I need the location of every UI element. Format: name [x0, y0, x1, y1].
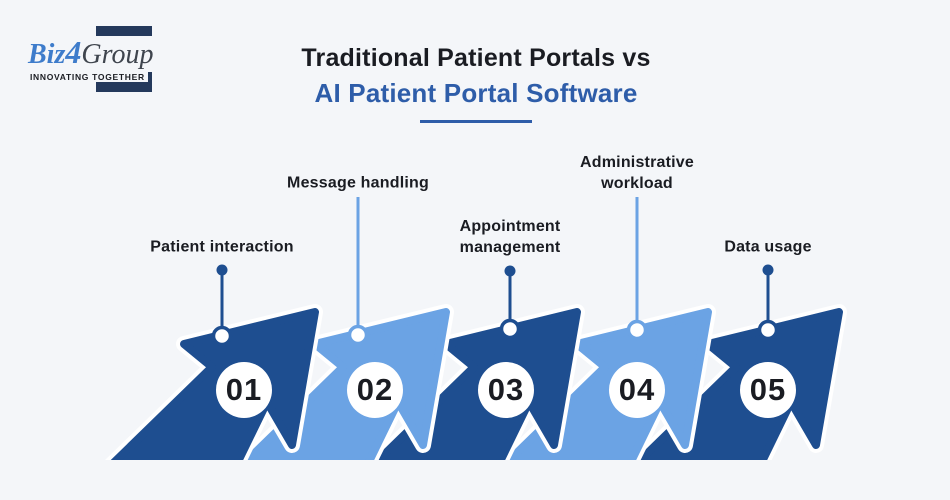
connector-02-ring: [347, 324, 369, 346]
connector-02: [347, 197, 369, 346]
connector-03: [499, 265, 521, 340]
step-label-03: Appointment management: [459, 217, 561, 256]
step-label-05: Data usage: [724, 238, 812, 256]
connector-05-ring: [757, 319, 779, 341]
title-line-2: AI Patient Portal Software: [314, 78, 638, 108]
step-label-01: Patient interaction: [150, 238, 294, 256]
logo-wordmark: Biz4Group: [26, 34, 159, 72]
step-number-04: 04: [609, 362, 665, 418]
step-number-01: 01: [216, 362, 272, 418]
connector-04-ring: [626, 319, 648, 341]
logo-word-biz: Biz: [28, 39, 66, 70]
connector-01-ring: [211, 325, 233, 347]
connector-01-top-dot: [216, 264, 228, 276]
step-label-04: Administrative workload: [580, 153, 694, 192]
connector-03-top-dot: [504, 265, 516, 277]
connector-03-ring: [499, 318, 521, 340]
step-label-02: Message handling: [287, 174, 429, 192]
title-block: Traditional Patient Portals vs AI Patien…: [301, 44, 650, 109]
connector-05: [757, 264, 779, 341]
title-underline: [420, 120, 532, 123]
logo-tagline: INNOVATING TOGETHER: [30, 72, 148, 82]
connector-01: [211, 264, 233, 347]
logo-word-group: Group: [81, 39, 154, 70]
connector-05-top-dot: [762, 264, 774, 276]
arrow-row: [98, 312, 839, 478]
step-number-05: 05: [740, 362, 796, 418]
connector-04: [626, 197, 648, 341]
step-number-03: 03: [478, 362, 534, 418]
title-line-1: Traditional Patient Portals vs: [301, 44, 651, 72]
logo-word-4: 4: [65, 34, 82, 70]
step-number-02: 02: [347, 362, 403, 418]
